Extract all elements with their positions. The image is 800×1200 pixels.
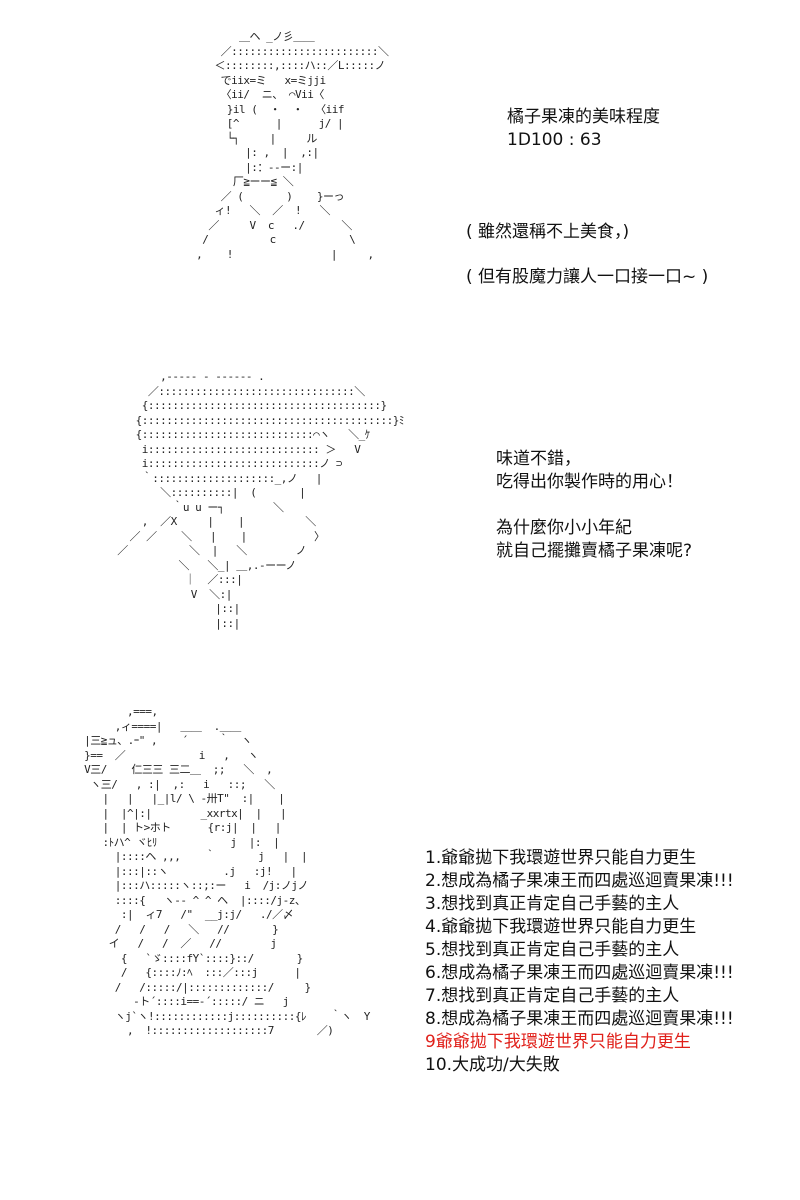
choice-item: 4.爺爺拋下我環遊世界只能自力更生 xyxy=(425,917,697,937)
panel-2: ,-‐--- ‐ -‐‐--‐ . ／:::::::::::::::::::::… xyxy=(0,360,800,700)
jelly-taste-title: 橘子果凍的美味程度 xyxy=(507,107,660,127)
panel-3: ,===, ,ィ====| ＿＿ .＿＿ |三≧ュ、.ｰ" , ´ ｀ ヽ }=… xyxy=(0,705,800,1200)
ascii-art-girl: ,===, ,ィ====| ＿＿ .＿＿ |三≧ュ、.ｰ" , ´ ｀ ヽ }=… xyxy=(84,705,370,1037)
question-line-2: 就自己擺攤賣橘子果凍呢? xyxy=(496,541,693,561)
note-addictive: ( 但有股魔力讓人一口接一口~ ) xyxy=(466,267,709,287)
choice-item: 10.大成功/大失敗 xyxy=(425,1055,560,1075)
choice-item: 7.想找到真正肯定自己手藝的主人 xyxy=(425,986,680,1006)
choice-item: 5.想找到真正肯定自己手藝的主人 xyxy=(425,940,680,960)
compliment-line-2: 吃得出你製作時的用心！ xyxy=(496,472,683,492)
choice-item: 8.想成為橘子果凍王而四處巡迴賣果凍!!! xyxy=(425,1009,734,1029)
choice-item: 3.想找到真正肯定自己手藝的主人 xyxy=(425,894,680,914)
note-not-gourmet: ( 雖然還稱不上美食，) xyxy=(466,222,630,242)
choice-item: 6.想成為橘子果凍王而四處巡迴賣果凍!!! xyxy=(425,963,734,983)
choice-item-highlighted: 9爺爺拋下我環遊世界只能自力更生 xyxy=(425,1032,691,1052)
dice-roll: 1D100 : 63 xyxy=(507,130,602,150)
ascii-art-eating-person: ,-‐--- ‐ -‐‐--‐ . ／:::::::::::::::::::::… xyxy=(117,370,404,630)
choice-item: 1.爺爺拋下我環遊世界只能自力更生 xyxy=(425,848,697,868)
panel-1: ＿ヘ _ノ彡＿＿ ／::::::::::::::::::::::::＼ ＜:::… xyxy=(0,0,800,340)
question-line-1: 為什麼你小小年紀 xyxy=(496,518,632,538)
choice-item: 2.想成為橘子果凍王而四處巡迴賣果凍!!! xyxy=(425,871,734,891)
choice-list: 1.爺爺拋下我環遊世界只能自力更生 2.想成為橘子果凍王而四處巡迴賣果凍!!! … xyxy=(425,847,734,1077)
compliment-line-1: 味道不錯， xyxy=(496,449,581,469)
ascii-art-old-man: ＿ヘ _ノ彡＿＿ ／::::::::::::::::::::::::＼ ＜:::… xyxy=(196,30,389,261)
